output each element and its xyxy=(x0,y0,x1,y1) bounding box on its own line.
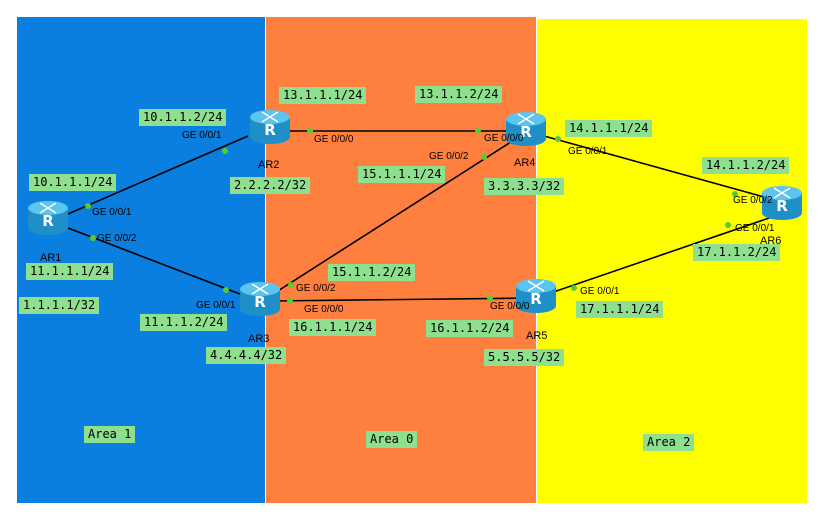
ar2-port-ge000: GE 0/0/0 xyxy=(314,134,354,145)
port-dot xyxy=(555,136,561,142)
ip-label-ar3-g000: 16.1.1.1/24 xyxy=(289,319,377,336)
port-dot xyxy=(481,154,487,160)
ip-label-ar2-g001: 10.1.1.2/24 xyxy=(139,109,227,126)
port-dot xyxy=(487,295,493,301)
area-0-label: Area 0 xyxy=(366,431,418,448)
port-dot xyxy=(223,287,229,293)
loopback-label-ar2: 2.2.2.2/32 xyxy=(230,177,311,194)
ip-label-ar5-g000: 16.1.1.2/24 xyxy=(426,320,514,337)
loopback-label-ar3: 4.4.4.4/32 xyxy=(206,347,287,364)
loopback-label-ar5: 5.5.5.5/32 xyxy=(484,349,565,366)
port-dot xyxy=(222,148,228,154)
ip-label-ar6-g002: 14.1.1.2/24 xyxy=(702,157,790,174)
port-dot xyxy=(85,203,91,209)
ar6-port-ge002: GE 0/0/2 xyxy=(733,195,773,206)
ar5-port-ge001: GE 0/0/1 xyxy=(580,286,620,297)
ip-label-ar2-g000: 13.1.1.1/24 xyxy=(279,87,367,104)
ar5-port-ge000: GE 0/0/0 xyxy=(490,301,530,312)
ar3-port-ge002: GE 0/0/2 xyxy=(296,283,336,294)
router-ar5-name: AR5 xyxy=(526,330,548,342)
ar6-port-ge001: GE 0/0/1 xyxy=(735,223,775,234)
router-ar3-name: AR3 xyxy=(248,333,270,345)
link-ar1-ar3 xyxy=(67,227,241,295)
ar3-port-ge000: GE 0/0/0 xyxy=(304,304,344,315)
port-dot xyxy=(288,282,294,288)
link-ar1-ar2 xyxy=(67,135,249,215)
port-dot xyxy=(287,298,293,304)
port-dot xyxy=(475,128,481,134)
ar4-port-ge001: GE 0/0/1 xyxy=(568,146,608,157)
router-ar3-icon[interactable] xyxy=(239,281,281,317)
router-ar2-name: AR2 xyxy=(258,159,280,171)
port-dot xyxy=(571,285,577,291)
ip-label-ar1-g001: 10.1.1.1/24 xyxy=(29,174,117,191)
ar4-port-ge002: GE 0/0/2 xyxy=(429,151,469,162)
router-ar1-name: AR1 xyxy=(40,252,62,264)
ar2-port-ge001: GE 0/0/1 xyxy=(182,130,222,141)
ar3-port-ge001: GE 0/0/1 xyxy=(196,300,236,311)
area-1-label: Area 1 xyxy=(84,426,136,443)
loopback-label-ar1: 1.1.1.1/32 xyxy=(19,297,100,314)
area-1-region xyxy=(17,17,265,503)
ip-label-ar6-g001: 17.1.1.2/24 xyxy=(693,244,781,261)
router-ar4-name: AR4 xyxy=(514,157,536,169)
ip-label-ar5-g001: 17.1.1.1/24 xyxy=(576,301,664,318)
ar4-port-ge000: GE 0/0/0 xyxy=(484,133,524,144)
link-ar4-ar6 xyxy=(525,130,776,201)
links xyxy=(67,130,776,302)
ip-label-ar4-g001: 14.1.1.1/24 xyxy=(565,120,653,137)
port-dot xyxy=(307,128,313,134)
link-ar5-ar6 xyxy=(535,215,776,299)
port-dots xyxy=(85,128,738,304)
port-dot xyxy=(725,222,731,228)
ip-label-ar4-g002: 15.1.1.1/24 xyxy=(358,166,446,183)
router-ar2-icon[interactable] xyxy=(249,109,291,145)
ar1-port-ge001: GE 0/0/1 xyxy=(92,207,132,218)
ar1-port-ge002: GE 0/0/2 xyxy=(97,233,137,244)
ip-label-ar3-g001: 11.1.1.2/24 xyxy=(140,314,228,331)
ip-label-ar3-g002: 15.1.1.2/24 xyxy=(328,264,416,281)
port-dot xyxy=(732,191,738,197)
link-ar4-ar3 xyxy=(269,139,515,297)
area-2-label: Area 2 xyxy=(643,434,695,451)
ip-label-ar4-g000: 13.1.1.2/24 xyxy=(415,86,503,103)
port-dot xyxy=(90,235,96,241)
area-2-region xyxy=(537,19,807,503)
loopback-label-ar4: 3.3.3.3/32 xyxy=(484,178,565,195)
ip-label-ar1-g002: 11.1.1.1/24 xyxy=(26,263,114,280)
router-ar1-icon[interactable] xyxy=(27,200,69,236)
